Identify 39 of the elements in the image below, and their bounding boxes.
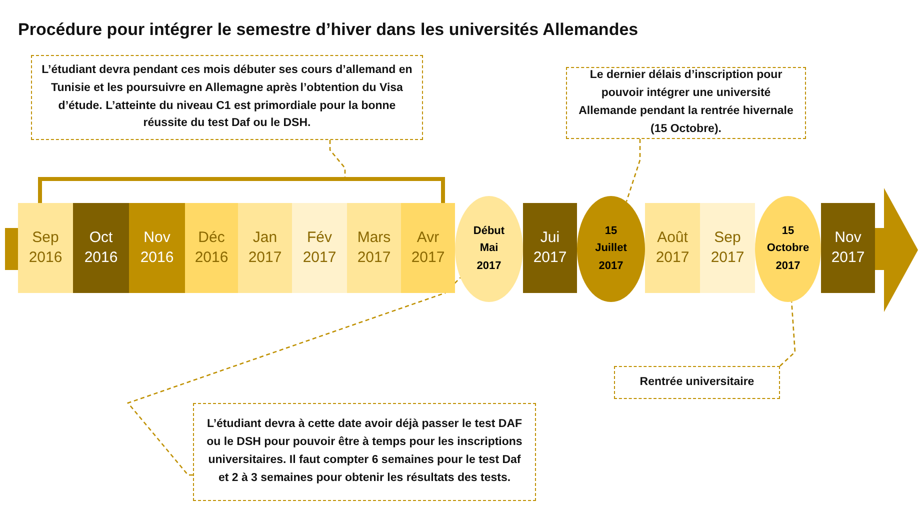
callout-box [614,366,780,399]
date-label: 15 Juillet 2017 [594,224,628,274]
month-label: Avr 2017 [410,228,446,268]
leader-line [780,302,796,366]
month-label: Oct 2016 [83,228,119,268]
month-label: Fév 2017 [302,228,338,268]
callout-box [31,55,423,140]
month-cell [238,203,292,293]
month-cell [700,203,755,293]
month-cell [73,203,129,293]
date-label: 15 Octobre 2017 [766,224,810,274]
month-cell [129,203,185,293]
month-label: Jan 2017 [247,228,283,268]
callout-text: L’étudiant devra à cette date avoir déjà passer le test DAF ou le DSH pour pouvoir être à temps pour les inscriptions universitaires. Il faut compter 6 semaines pour le test Daf et 2 à 3 semaines pour obtenir les résultats des tests. [206,417,524,486]
month-label: Sep 2016 [28,228,64,268]
date-label: Début Mai 2017 [472,224,506,274]
month-cell [185,203,238,293]
month-cell [523,203,577,293]
diagram-title: Procédure pour intégrer le semestre d’hiver dans les universités Allemandes [18,20,638,40]
month-label: Jui 2017 [532,228,568,268]
callout-text: L’étudiant devra pendant ces mois débuter ses cours d’allemand en Tunisie et les poursuivre en Allemagne après l’obtention du Visa d’étude. L’atteinte du niveau C1 est primordiale pour la bonne réussite du test Daf ou le DSH. [40,62,414,132]
callout-text: Le dernier délais d’inscription pour pouvoir intégrer une université Allemande pendant la rentrée hivernale (15 Octobre). [578,68,794,137]
month-cell [347,203,401,293]
month-label: Mars 2017 [356,228,392,268]
month-cell [645,203,700,293]
month-label: Déc 2016 [194,228,230,268]
leader-line [126,277,461,476]
month-cell [401,203,455,293]
month-label: Août 2017 [654,228,690,268]
month-cell [821,203,875,293]
month-label: Nov 2017 [830,228,866,268]
leader-line [626,139,641,202]
callout-box [193,403,536,501]
month-label: Nov 2016 [139,228,175,268]
callout-text: Rentrée universitaire [640,374,754,390]
leader-line [329,140,346,177]
month-cell [292,203,347,293]
month-label: Sep 2017 [710,228,746,268]
month-cell [18,203,73,293]
